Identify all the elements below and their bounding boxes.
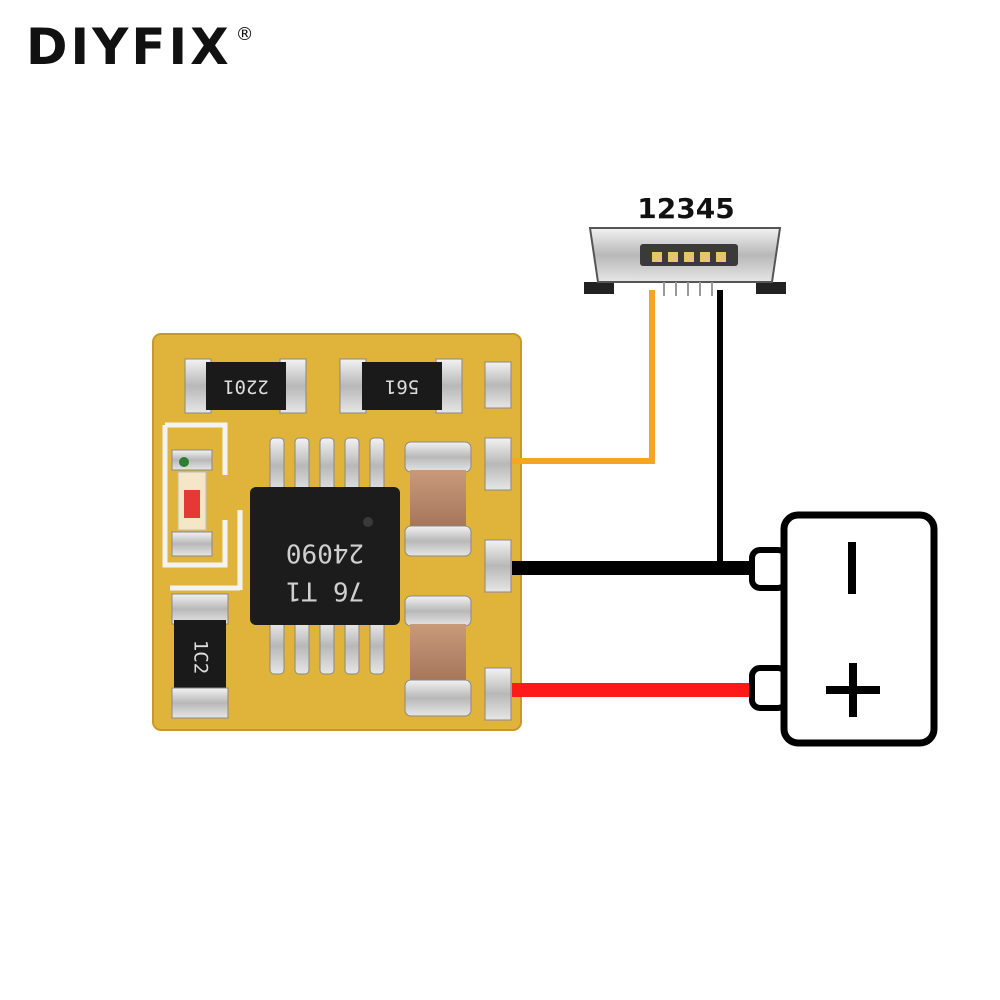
resistor-1c2-label: 1C2 <box>190 640 212 674</box>
registered-mark: ® <box>235 24 257 45</box>
resistor-1c2: 1C2 <box>171 593 229 719</box>
micro-usb-connector: 12345 <box>584 192 786 296</box>
pad-top-right <box>484 361 512 409</box>
capacitor-top <box>404 441 472 557</box>
pad-negative <box>484 539 512 593</box>
ic-marking-line1: 24090 <box>286 538 364 568</box>
ic-chip: 24090 76 T1 <box>250 487 400 625</box>
brand-name: DIYFIX <box>26 18 232 76</box>
resistor-2201: 2201 <box>184 358 307 414</box>
resistor-561: 561 <box>339 358 463 414</box>
connector-pin-label: 12345 <box>637 192 734 225</box>
resistor-561-label: 561 <box>385 376 419 398</box>
pad-data <box>484 437 512 491</box>
brand-logo: DIYFIX® <box>26 18 257 76</box>
ic-pins-top <box>269 437 385 495</box>
led-component <box>171 449 213 557</box>
resistor-2201-label: 2201 <box>223 376 269 398</box>
capacitor-bottom <box>404 595 472 717</box>
led-silkscreen <box>162 422 243 591</box>
battery <box>749 511 938 747</box>
pad-positive <box>484 667 512 721</box>
ic-marking-line2: 76 T1 <box>286 576 364 606</box>
wire-data <box>512 290 655 464</box>
